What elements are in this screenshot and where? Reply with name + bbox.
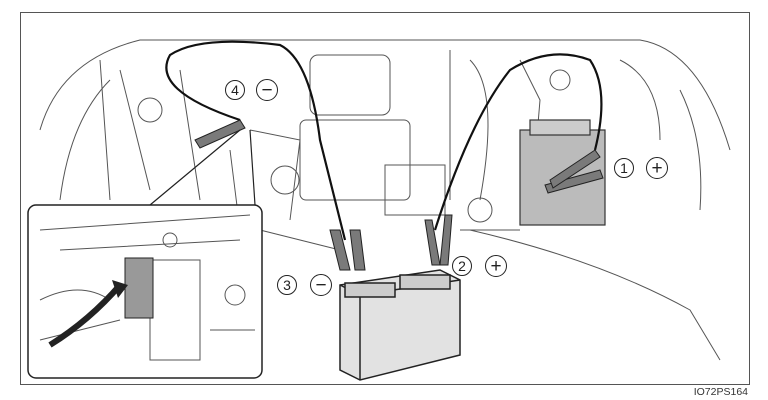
figure-code: IO72PS164 <box>693 386 748 398</box>
label-4-number: 4 <box>225 80 245 100</box>
illustration-frame <box>20 12 750 385</box>
booster-battery <box>339 269 461 381</box>
engine-bay-outline <box>39 39 731 361</box>
label-1-sign: + <box>646 157 668 179</box>
jumper-cables <box>165 40 603 241</box>
inset-detail <box>27 129 263 379</box>
cable-clamps <box>194 119 604 271</box>
label-4-sign: − <box>256 79 278 101</box>
label-3-number: 3 <box>277 275 297 295</box>
label-2-sign: + <box>485 255 507 277</box>
label-3-sign: − <box>310 274 332 296</box>
label-1-number: 1 <box>614 158 634 178</box>
label-2-number: 2 <box>452 256 472 276</box>
